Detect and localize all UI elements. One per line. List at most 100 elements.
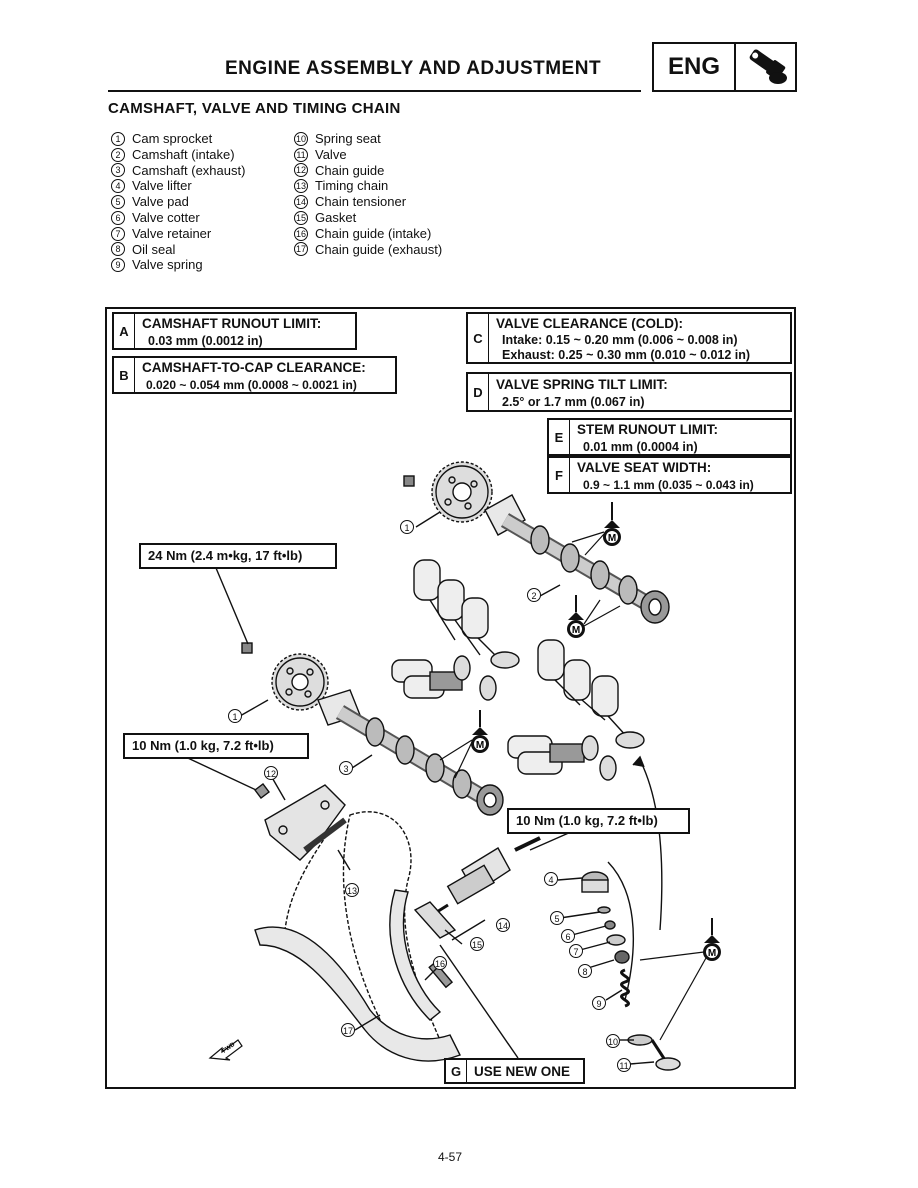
callout-8: 8 <box>578 964 592 978</box>
spec-intake-value: Intake: 0.15 ~ 0.20 mm (0.006 ~ 0.008 in… <box>502 333 738 347</box>
legend-label: Camshaft (intake) <box>132 146 235 162</box>
legend-item: 16 Chain guide (intake) <box>294 226 442 242</box>
legend-number: 4 <box>111 179 125 194</box>
legend-item: 11 Valve <box>294 147 442 163</box>
engine-tool-icon <box>749 49 787 84</box>
legend-label: Valve <box>315 146 347 162</box>
legend-label: Cam sprocket <box>132 131 213 146</box>
chain-tensioner-drawing <box>431 836 541 917</box>
oil-mark-text: M <box>708 948 716 959</box>
legend-label: Valve spring <box>132 257 203 273</box>
legend-label: Spring seat <box>315 131 381 146</box>
legend-label: Chain guide (exhaust) <box>315 241 443 257</box>
intake-valves-drawing <box>391 559 520 701</box>
spec-value: 0.03 mm (0.0012 in) <box>148 334 263 348</box>
legend-number: 3 <box>111 163 125 178</box>
spec-heading: VALVE SEAT WIDTH: <box>577 460 712 475</box>
intake-cam-sprocket-drawing <box>431 461 493 523</box>
exhaust-camshaft-drawing <box>317 689 504 816</box>
legend-number: 13 <box>294 179 308 194</box>
legend-number: 12 <box>294 163 308 178</box>
callout-16: 16 <box>433 956 447 970</box>
legend-number: 8 <box>111 242 125 257</box>
gasket-drawing <box>413 901 457 939</box>
callout-6: 6 <box>561 929 575 943</box>
spec-letter: E <box>549 420 570 454</box>
section-title: CAMSHAFT, VALVE AND TIMING CHAIN <box>108 100 401 117</box>
legend-number: 15 <box>294 210 308 225</box>
oil-mark-text: M <box>608 533 616 544</box>
oil-marker-4: M <box>703 918 721 961</box>
callout-11: 11 <box>617 1058 631 1072</box>
legend-item: 12 Chain guide <box>294 163 442 179</box>
callout-2: 2 <box>527 588 541 602</box>
spec-heading: STEM RUNOUT LIMIT: <box>577 422 718 437</box>
callout-5: 5 <box>550 911 564 925</box>
callout-4: 4 <box>544 872 558 886</box>
spec-box-g: G USE NEW ONE <box>444 1058 585 1084</box>
oil-marker-2: M <box>567 595 585 638</box>
chain-guide-exhaust-drawing <box>254 926 461 1062</box>
spec-value: 0.020 ~ 0.054 mm (0.0008 ~ 0.0021 in) <box>146 378 357 392</box>
legend-label: Gasket <box>315 209 357 225</box>
eng-badge: ENG <box>652 42 797 92</box>
intake-camshaft-drawing <box>484 494 670 624</box>
oil-markers: M M M M <box>471 502 721 961</box>
spec-heading: CAMSHAFT-TO-CAP CLEARANCE: <box>142 360 366 375</box>
legend-label: Chain guide <box>315 162 385 178</box>
spec-exhaust-value: Exhaust: 0.25 ~ 0.30 mm (0.010 ~ 0.012 i… <box>502 348 751 362</box>
torque-spec-10nm-tensioner: 10 Nm (1.0 kg, 7.2 ft•lb) <box>507 808 690 834</box>
spec-heading: VALVE SPRING TILT LIMIT: <box>496 377 668 392</box>
spec-letter: D <box>468 374 489 410</box>
spec-box-b: B CAMSHAFT-TO-CAP CLEARANCE: 0.020 ~ 0.0… <box>112 356 397 394</box>
page-title: ENGINE ASSEMBLY AND ADJUSTMENT <box>225 58 602 79</box>
legend-label: Oil seal <box>132 241 176 257</box>
exhaust-cam-sprocket-drawing <box>271 653 329 711</box>
legend-number: 2 <box>111 147 125 162</box>
legend-number: 17 <box>294 242 308 257</box>
legend-number: 5 <box>111 195 125 210</box>
spec-heading: VALVE CLEARANCE (COLD): <box>496 316 683 331</box>
legend-number: 11 <box>294 147 308 162</box>
exploded-diagram-frame <box>105 307 796 1089</box>
legend-item: 10 Spring seat <box>294 131 442 147</box>
legend-item: 17 Chain guide (exhaust) <box>294 242 442 258</box>
spec-value: 0.9 ~ 1.1 mm (0.035 ~ 0.043 in) <box>583 478 754 492</box>
oil-marker-3: M <box>471 710 489 753</box>
legend-number: 6 <box>111 210 125 225</box>
legend-number: 16 <box>294 226 308 241</box>
legend-item: 1 Cam sprocket <box>111 131 245 147</box>
chain-guide-top-drawing <box>254 783 346 861</box>
legend-item: 15 Gasket <box>294 210 442 226</box>
callout-9: 9 <box>592 996 606 1010</box>
legend-label: Chain guide (intake) <box>315 225 432 241</box>
spec-letter: B <box>114 358 135 392</box>
torque-spec-24nm: 24 Nm (2.4 m•kg, 17 ft•lb) <box>139 543 337 569</box>
fwd-arrow-icon: FWD <box>208 1039 243 1061</box>
valve-detail-stack-drawing <box>581 871 681 1071</box>
callout-12: 12 <box>264 766 278 780</box>
spec-box-d: D VALVE SPRING TILT LIMIT: 2.5° or 1.7 m… <box>466 372 792 412</box>
legend-number: 1 <box>111 131 125 146</box>
legend-label: Valve pad <box>132 194 189 210</box>
legend-number: 14 <box>294 195 308 210</box>
legend-number: 7 <box>111 226 125 241</box>
spec-letter: A <box>114 314 135 348</box>
eng-badge-label: ENG <box>654 44 736 90</box>
oil-mark-text: M <box>476 740 484 751</box>
callout-1-intake-sprocket: 1 <box>400 520 414 534</box>
legend-item: 2 Camshaft (intake) <box>111 147 245 163</box>
oil-marker-1: M <box>603 502 621 546</box>
legend-number: 10 <box>294 131 308 146</box>
torque-spec-10nm-guide: 10 Nm (1.0 kg, 7.2 ft•lb) <box>123 733 309 759</box>
